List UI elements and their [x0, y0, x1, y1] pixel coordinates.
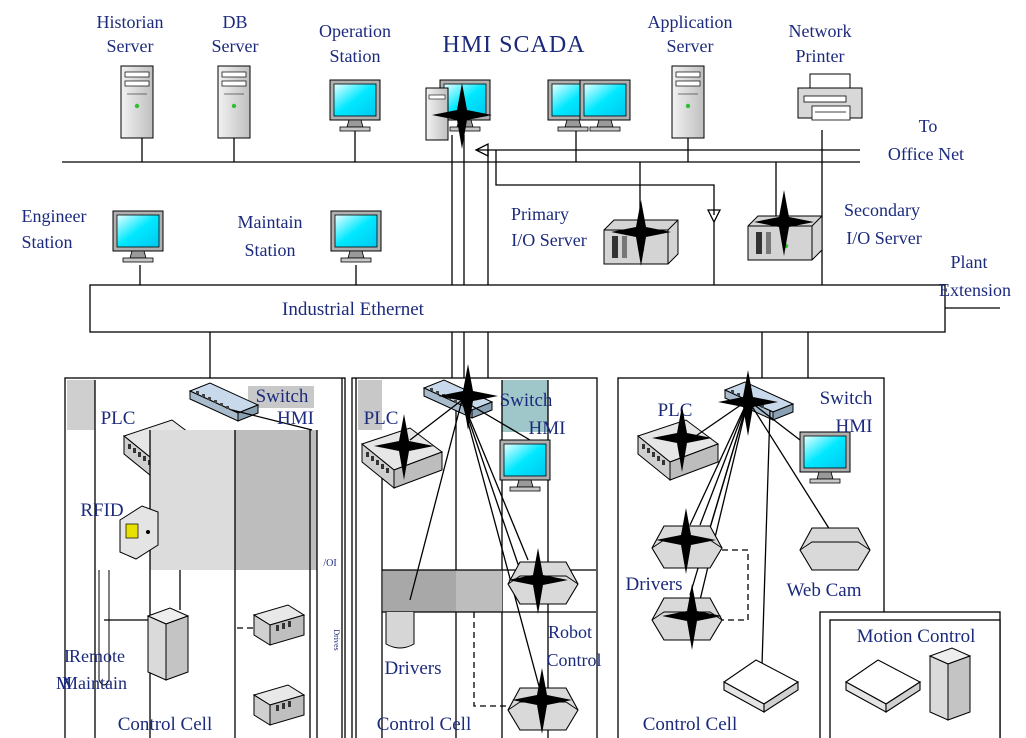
middle-plc-label: PLC: [364, 408, 399, 429]
scada-monitor-right-icon: [579, 79, 631, 132]
diagram-title: HMI SCADA: [442, 32, 585, 58]
application-label-2: Server: [667, 36, 714, 56]
right-drivers-label: Drivers: [626, 574, 683, 595]
engineer-label-2: Station: [21, 232, 72, 252]
left-drives-small-label: Drives: [332, 629, 341, 650]
middle-robot-label-2: Control: [546, 650, 601, 670]
operation-station-monitor-icon: [329, 79, 381, 132]
right-cell-contents: PLC Switch HMI Drivers Web Cam Control C…: [626, 381, 873, 735]
middle-dashed-link: [473, 612, 508, 707]
left-overlay-light: [150, 430, 235, 570]
middle-driver-block: [385, 612, 415, 649]
right-switch-label: Switch: [820, 388, 873, 409]
secondary-label-2: I/O Server: [846, 228, 921, 248]
remote-label-2: Maintain: [62, 673, 127, 693]
historian-label-2: Server: [107, 36, 154, 56]
db-label-2: Server: [212, 36, 259, 56]
printer-label-1: Network: [789, 21, 852, 41]
left-switch-label: Switch: [256, 386, 309, 407]
middle-drivers-label: Drivers: [385, 658, 442, 679]
remote-maintain-tower-icon: [147, 607, 189, 681]
middle-switch-label: Switch: [500, 390, 553, 411]
maintain-label-2: Station: [244, 240, 295, 260]
middle-overlay-dark: [383, 570, 456, 612]
ethernet-label: Industrial Ethernet: [282, 299, 425, 320]
operation-label-2: Station: [329, 46, 380, 66]
remote-label-1: Remote: [69, 646, 125, 666]
middle-cell-contents: PLC Switch HMI Drivers Robot Control Con…: [358, 379, 602, 738]
left-overlay-swatch: [67, 380, 95, 430]
plant-label-2: Extension: [939, 280, 1011, 300]
remote-overlap-a: I: [64, 646, 70, 666]
middle-robot-label-1: Robot: [548, 622, 592, 642]
left-switch-overlay: [248, 386, 314, 408]
historian-label-1: Historian: [97, 12, 164, 32]
office-label-1: To: [919, 116, 938, 136]
middle-hmi-overlay: [502, 380, 548, 432]
db-server-icon: [217, 65, 251, 139]
industrial-ethernet-bus: [89, 284, 946, 333]
rfid-reader-icon: [119, 505, 159, 560]
web-cam-icon: [799, 527, 871, 571]
maintain-label-1: Maintain: [238, 212, 303, 232]
web-cam-label: Web Cam: [787, 580, 862, 601]
network-printer-icon: [797, 73, 863, 121]
application-label-1: Application: [648, 12, 733, 32]
motion-control-contents: Motion Control: [845, 626, 976, 721]
motion-control-label: Motion Control: [857, 626, 976, 647]
left-cell-caption: Control Cell: [118, 714, 212, 735]
middle-overlay-swatch: [358, 380, 382, 430]
right-driver-dashed-link: [722, 549, 749, 621]
right-plc-label: PLC: [658, 400, 693, 421]
printer-label-2: Printer: [796, 46, 845, 66]
middle-radial-links: [409, 399, 541, 691]
engineer-label-1: Engineer: [22, 206, 87, 226]
right-hmi-label: HMI: [836, 416, 873, 437]
motion-tower-icon: [929, 647, 971, 721]
left-overlay-mid: [235, 430, 317, 570]
remote-antenna-icon: [98, 570, 110, 686]
operation-label-1: Operation: [319, 21, 391, 41]
remote-overlap-b: M: [56, 673, 72, 693]
left-plc-label: PLC: [101, 408, 136, 429]
left-cell-contents: PLC Switch HMI RFID /OI Drives I Remote …: [56, 380, 341, 738]
left-oi-label: /OI: [323, 558, 336, 569]
right-cell-caption: Control Cell: [643, 714, 737, 735]
plant-label-1: Plant: [950, 252, 987, 272]
hmi-scada-group: [425, 79, 631, 141]
application-server-icon: [671, 65, 705, 139]
left-rfid-label: RFID: [80, 500, 123, 521]
primary-label-1: Primary: [511, 204, 569, 224]
secondary-label-1: Secondary: [844, 200, 920, 220]
middle-overlay-mid: [456, 570, 502, 612]
office-label-2: Office Net: [888, 144, 964, 164]
primary-label-2: I/O Server: [511, 230, 586, 250]
io-link-a: [495, 150, 715, 215]
bus-drop-lines: [141, 130, 823, 162]
historian-server-icon: [120, 65, 154, 139]
maintain-station-monitor-icon: [330, 210, 382, 263]
db-label-1: DB: [222, 12, 247, 32]
engineer-station-monitor-icon: [112, 210, 164, 263]
middle-cell-caption: Control Cell: [377, 714, 471, 735]
left-hmi-label: HMI: [277, 408, 314, 429]
middle-hmi-label: HMI: [529, 418, 566, 439]
